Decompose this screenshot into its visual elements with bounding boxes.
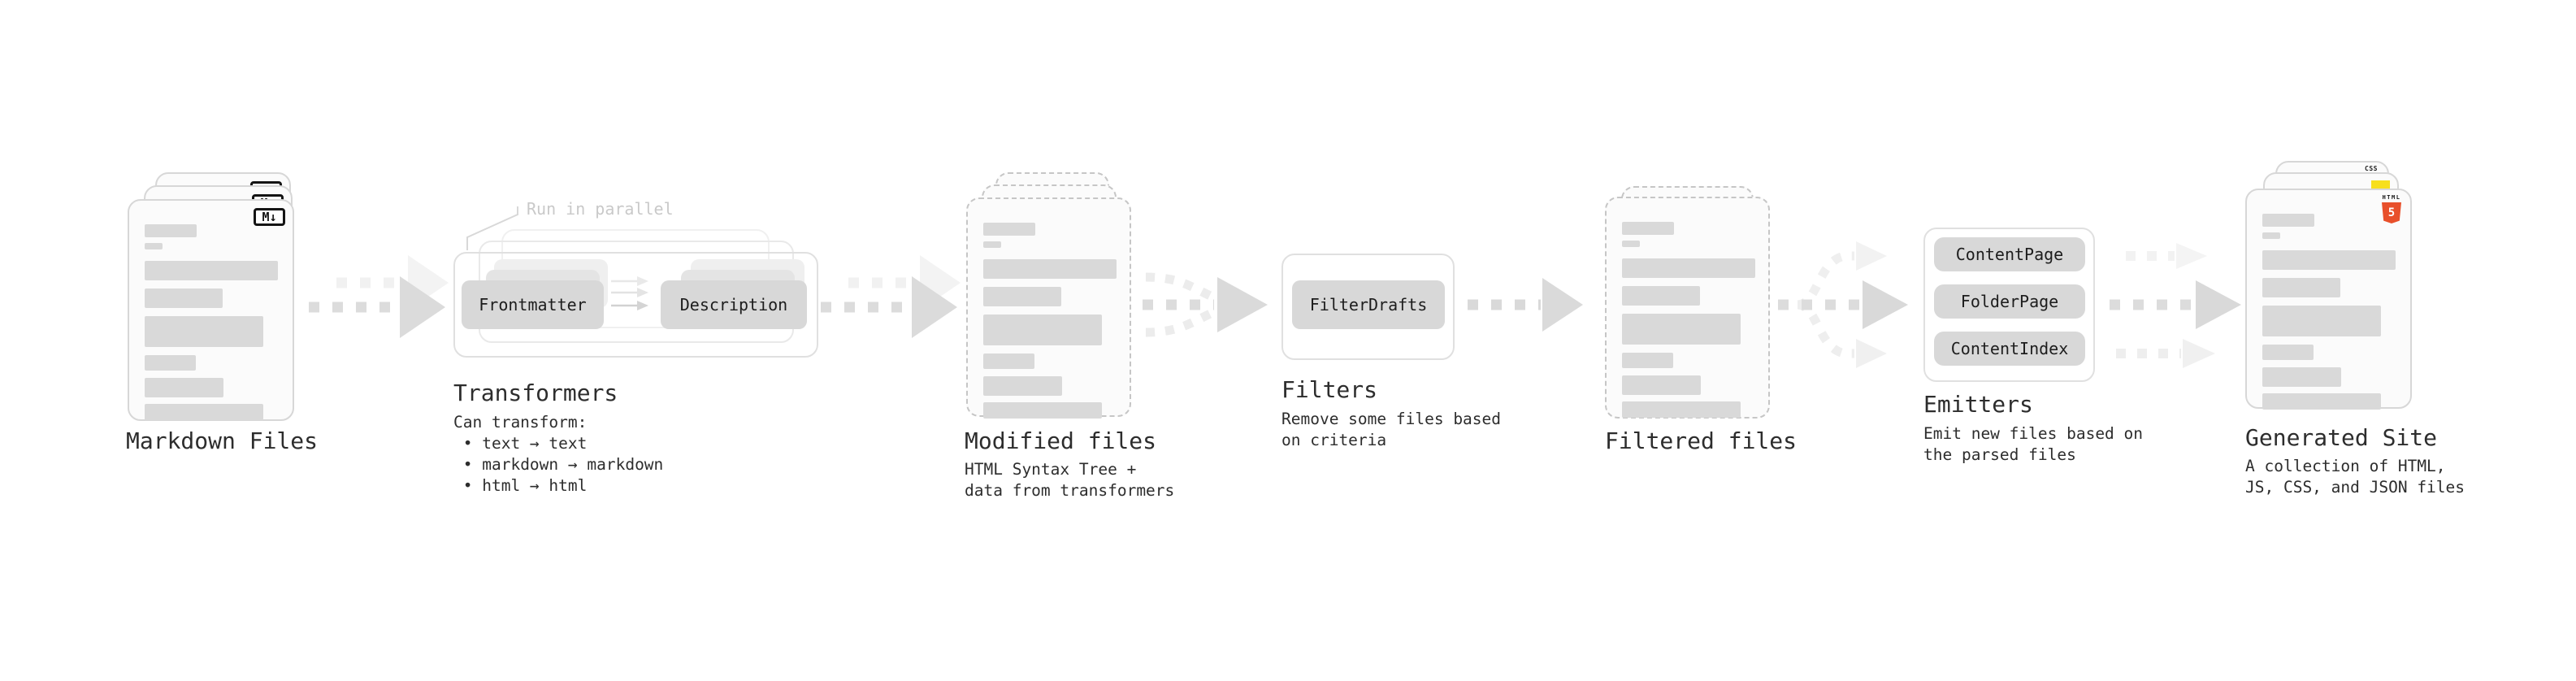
doc-text-bar	[145, 355, 196, 371]
stage-title-markdown-files: Markdown Files	[126, 427, 319, 454]
doc-text-bar	[1622, 222, 1674, 235]
doc-text-bar	[2262, 393, 2381, 410]
parallel-arrows-icon	[611, 276, 648, 310]
doc-text-bar	[983, 402, 1102, 419]
js-icon	[2371, 180, 2390, 191]
html5-icon-shield: 5	[2382, 202, 2401, 223]
file-card-front: M↓	[128, 199, 294, 421]
flow-arrow-transformers-to-modified	[821, 255, 961, 338]
stage-title-transformers: Transformers	[453, 380, 618, 406]
stage-title-modified-files: Modified files	[965, 427, 1157, 454]
stage-subtitle-filters: Remove some files based on criteria	[1281, 410, 1502, 449]
emitter-contentpage: ContentPage	[1934, 237, 2085, 271]
doc-text-bar	[1622, 286, 1700, 306]
doc-text-bar	[1622, 241, 1640, 247]
transformer-frontmatter: Frontmatter	[462, 280, 604, 329]
doc-text-bar	[2262, 214, 2314, 227]
doc-text-bar	[983, 376, 1062, 396]
transformer-frame-front	[453, 252, 818, 358]
stage-subtitle-transformers: Can transform: • text → text • markdown …	[453, 413, 664, 495]
doc-text-bar	[1622, 401, 1741, 418]
doc-text-bar	[2262, 232, 2280, 239]
filter-filterdrafts: FilterDrafts	[1292, 280, 1445, 329]
flow-arrow-filters-to-filtered	[1468, 278, 1583, 332]
stage-subtitle-emitters: Emit new files based on the parsed files	[1923, 424, 2144, 464]
doc-text-bar	[1622, 258, 1755, 278]
doc-text-bar	[145, 378, 223, 397]
doc-content-skeleton	[983, 223, 1117, 419]
css-icon-label: CSS	[2365, 165, 2378, 172]
stage-title-filtered-files: Filtered files	[1605, 427, 1798, 454]
stage-title-generated-site: Generated Site	[2245, 424, 2438, 451]
doc-text-bar	[983, 223, 1035, 236]
html5-icon-label: HTML	[2382, 194, 2401, 201]
stage-subtitle-generated-site: A collection of HTML, JS, CSS, and JSON …	[2245, 457, 2465, 497]
markdown-icon-label: M↓	[262, 209, 277, 224]
markdown-icon: M↓	[254, 208, 285, 226]
flow-arrow-filtered-to-emitters-fork	[1778, 241, 1908, 368]
doc-text-bar	[2262, 306, 2381, 336]
transformer-description: Description	[661, 280, 807, 329]
emitter-contentindex: ContentIndex	[1934, 332, 2085, 366]
doc-text-bar	[983, 287, 1061, 306]
flow-arrow-modified-to-filters-merge	[1143, 272, 1268, 337]
html5-icon-number: 5	[2387, 206, 2396, 219]
filters-frame	[1281, 254, 1455, 360]
doc-text-bar	[1622, 375, 1701, 395]
doc-content-skeleton	[1622, 222, 1755, 418]
doc-text-bar	[145, 261, 278, 280]
doc-text-bar	[983, 354, 1034, 369]
doc-text-bar	[145, 404, 263, 420]
doc-text-bar	[983, 259, 1117, 279]
html5-icon: HTML 5	[2381, 194, 2402, 223]
doc-text-bar	[2262, 278, 2340, 297]
doc-text-bar	[1622, 314, 1741, 345]
doc-text-bar	[145, 224, 197, 237]
doc-text-bar	[145, 243, 163, 249]
emitters-frame	[1923, 228, 2095, 382]
doc-text-bar	[2262, 367, 2341, 387]
flow-arrow-emitters-to-generated	[2110, 243, 2241, 368]
stage-subtitle-modified-files: HTML Syntax Tree + data from transformer…	[965, 460, 1175, 500]
stage-title-filters: Filters	[1281, 376, 1378, 403]
doc-text-bar	[2262, 345, 2314, 360]
callout-run-in-parallel: Run in parallel	[527, 199, 674, 219]
emitter-folderpage: FolderPage	[1934, 284, 2085, 319]
file-card-front	[1605, 197, 1770, 419]
callout-leader-line	[466, 206, 518, 250]
file-card-front-html: HTML 5	[2245, 189, 2412, 410]
file-card-front	[966, 197, 1131, 419]
doc-text-bar	[2262, 250, 2396, 270]
doc-text-bar	[983, 314, 1102, 345]
doc-content-skeleton	[2262, 214, 2396, 410]
doc-text-bar	[145, 288, 223, 308]
doc-content-skeleton	[145, 224, 278, 420]
doc-text-bar	[1622, 353, 1673, 368]
stage-title-emitters: Emitters	[1923, 391, 2033, 418]
doc-text-bar	[983, 241, 1001, 248]
flow-arrow-markdown-to-transformers	[309, 255, 449, 338]
doc-text-bar	[145, 316, 263, 347]
